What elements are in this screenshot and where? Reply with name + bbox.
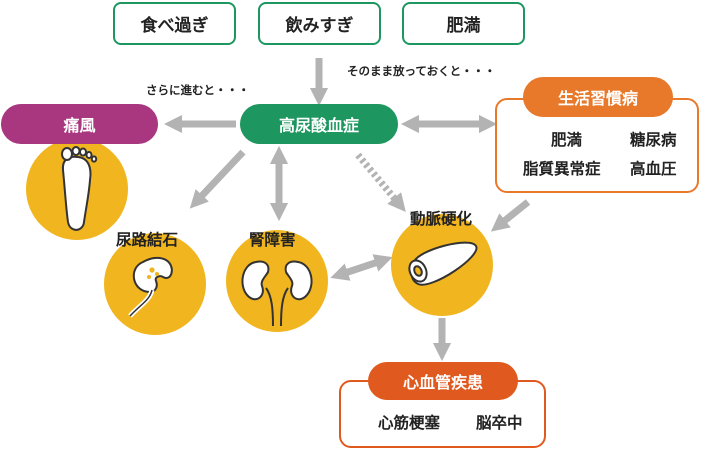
kidney-circle: [226, 230, 328, 332]
hyperuricemia-label: 高尿酸血症: [240, 104, 398, 144]
artery-vessel-icon: [408, 241, 478, 286]
note-further: さらに進むと・・・: [146, 83, 250, 97]
arrow-to-stone: [189, 149, 246, 209]
artery-label: 動脈硬化: [410, 210, 473, 228]
cardio-mi: 心筋梗塞: [378, 414, 441, 432]
arrow-kidney-artery: [330, 254, 393, 281]
lifestyle-title: 生活習慣病: [523, 77, 673, 117]
note-left-alone: そのまま放っておくと・・・: [347, 64, 496, 78]
stone-label: 尿路結石: [116, 231, 179, 249]
lifestyle-diabetes: 糖尿病: [630, 131, 677, 149]
lifestyle-obesity: 肥満: [551, 131, 583, 149]
cause-overdrinking: 飲みすぎ: [258, 2, 381, 45]
cause-overeating: 食べ過ぎ: [113, 2, 236, 45]
kidney-label: 腎障害: [249, 231, 296, 249]
arrow-to-artery: [355, 152, 406, 212]
cause-obesity: 肥満: [402, 2, 525, 45]
cardio-title: 心血管疾患: [368, 362, 518, 400]
kidney-stone-icon: [128, 256, 173, 318]
foot-icon: [61, 146, 98, 231]
arrow-lifestyle-to-artery: [490, 199, 531, 232]
kidneys-icon: [241, 260, 313, 327]
gout-label: 痛風: [1, 104, 158, 144]
lifestyle-hypertension: 高血圧: [630, 160, 677, 178]
lifestyle-dyslipidemia: 脂質異常症: [523, 160, 601, 178]
cardio-stroke: 脳卒中: [476, 414, 523, 432]
